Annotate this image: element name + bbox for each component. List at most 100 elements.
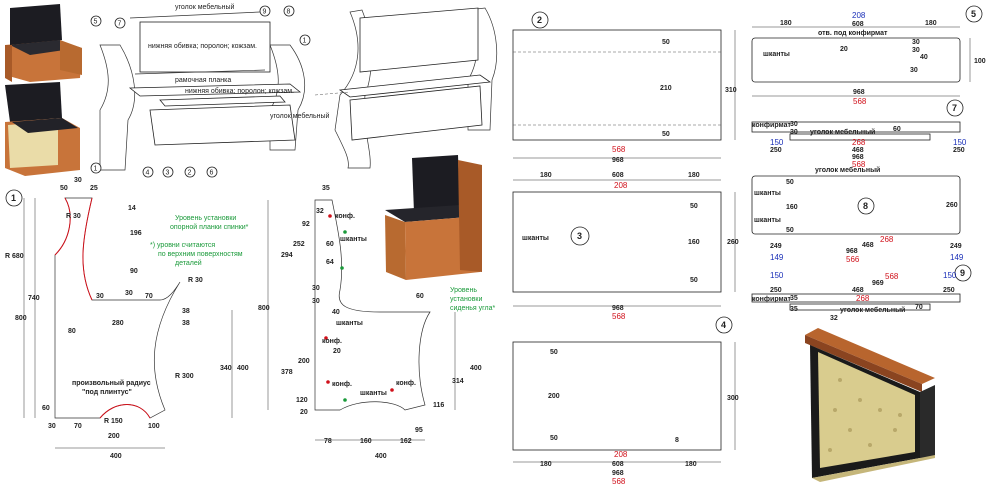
dim-50: 50: [60, 185, 68, 192]
dim2-200: 200: [298, 358, 310, 365]
callout-1-top: 1: [303, 38, 307, 45]
dim-340: 340: [220, 365, 232, 372]
dim2-20-b: 20: [300, 409, 308, 416]
p4-red-208: 208: [614, 450, 628, 459]
dim-30: 30: [74, 177, 82, 184]
note-seat-level-1: Уровень: [450, 287, 477, 294]
p7-dim-30-b: 30: [790, 129, 798, 136]
callout-2: 2: [188, 170, 192, 177]
panel-5-number: 5: [971, 9, 976, 19]
bench-photo-top: [5, 4, 82, 82]
p7-red-268: 268: [852, 138, 866, 147]
p7-dim-250-l: 250: [770, 147, 782, 154]
p2-dim-50-top: 50: [662, 39, 670, 46]
dim2-20-a: 20: [333, 348, 341, 355]
p5-dim-180-l: 180: [780, 20, 792, 27]
p9-label-konfirmat: конфирмат: [752, 296, 792, 303]
dim-38-b: 38: [182, 320, 190, 327]
p2-dim-210: 210: [660, 85, 672, 92]
p3-dim-180-r: 180: [688, 172, 700, 179]
p5-dim-20: 20: [840, 46, 848, 53]
panel-8-number: 8: [863, 201, 868, 211]
p9-dim-35-b: 35: [790, 306, 798, 313]
label-upper-padding: нижняя обивка; поролон; кожзам.: [148, 42, 257, 50]
p5-label-konfirmat: отв. под конфирмат: [818, 30, 888, 37]
dim2-30-a: 30: [312, 285, 320, 292]
dim-38-a: 38: [182, 308, 190, 315]
p9-label-corner: уголок мебельный: [840, 306, 905, 314]
note-back-level-1: Уровень установки: [175, 215, 236, 222]
dim2-92: 92: [302, 221, 310, 228]
dim2-35: 35: [322, 185, 330, 192]
p5-dim-30-a: 30: [912, 39, 920, 46]
note-back-level-2: опорной планки спинки*: [170, 223, 249, 231]
p4-dim-180-r: 180: [685, 461, 697, 468]
dim2-78: 78: [324, 438, 332, 445]
p4-dim-180-l: 180: [540, 461, 552, 468]
dim-80: 80: [68, 328, 76, 335]
p8-dim-50-bot: 50: [786, 227, 794, 234]
p7-label-konfirmat: конфирмат: [752, 122, 792, 129]
dim2-95: 95: [415, 427, 423, 434]
panel-4: 4 50 200 50 8 300 208 180 608 180 968 56…: [512, 316, 739, 486]
p5-dim-30-c: 30: [910, 67, 918, 74]
note-levels-1: *) уровни считаются: [150, 242, 215, 249]
p2-dim-50-bot: 50: [662, 131, 670, 138]
dim-30-a: 30: [125, 290, 133, 297]
p9-dim-969: 969: [872, 280, 884, 287]
p9-dim-250-r: 250: [943, 287, 955, 294]
p7-dim-468: 468: [852, 147, 864, 154]
p3-dim-50-bot: 50: [690, 277, 698, 284]
dim-400-bottom: 400: [110, 453, 122, 460]
p7-dim-968: 968: [852, 154, 864, 161]
p9-dim-250-l: 250: [770, 287, 782, 294]
dim2-30-b: 30: [312, 298, 320, 305]
dim-14: 14: [128, 205, 136, 212]
dim2-162: 162: [400, 438, 412, 445]
panel-4-number: 4: [721, 320, 726, 330]
exploded-view-left: уголок мебельный нижняя обивка; поролон;…: [99, 3, 330, 171]
dim2-116: 116: [433, 402, 444, 409]
dim2-378: 378: [281, 369, 293, 376]
panel-9: 9 150 568 150 969 250 468 250 конфирмат …: [751, 264, 972, 322]
p9-dim-32: 32: [830, 315, 838, 322]
p5-label-shkanty: шканты: [763, 51, 790, 58]
p5-dim-100: 100: [974, 58, 986, 65]
dim-r150: R 150: [104, 418, 123, 425]
callout-1-left: 1: [94, 166, 98, 173]
side-panel-1: 1 50 30 25 14 R 30 R 680 196 90 740 800 …: [5, 177, 249, 460]
p8-dim-160: 160: [786, 204, 798, 211]
p8-blue-149-l: 149: [770, 253, 784, 262]
side-panel-2: Уровень установки опорной планки спинки*…: [150, 185, 496, 460]
p4-dim-50-top: 50: [550, 349, 558, 356]
label-konf-2: конф.: [322, 338, 342, 345]
p4-dim-968: 968: [612, 470, 624, 477]
dim-196: 196: [130, 230, 142, 237]
panel-3-number: 3: [577, 231, 582, 241]
note-seat-level-2: установки: [450, 296, 482, 303]
dim2-60-b: 60: [416, 293, 424, 300]
p7-blue-150-l: 150: [770, 138, 784, 147]
seat-box-render: [805, 328, 935, 482]
dim-70-b: 70: [74, 423, 82, 430]
dim2-120: 120: [296, 397, 308, 404]
p2-dim-968: 968: [612, 157, 624, 164]
dim-60: 60: [42, 405, 50, 412]
label-konf-4: конф.: [332, 381, 352, 388]
bench-photo-bottom: [5, 82, 80, 176]
dim-70: 70: [145, 293, 153, 300]
dim2-294: 294: [281, 252, 293, 259]
panel-8: уголок мебельный 8 50 шканты 160 шканты …: [751, 166, 964, 264]
panel-2-number: 2: [537, 15, 542, 25]
p8-dim-260: 260: [946, 202, 958, 209]
p7-dim-30-a: 30: [790, 121, 798, 128]
p3-dim-50-top: 50: [690, 203, 698, 210]
label-lower-padding: нижняя обивка; поролон; кожзам.: [185, 87, 294, 95]
dim2-400: 400: [470, 365, 482, 372]
bench-photo-mid: [385, 155, 482, 280]
p9-dim-468: 468: [852, 287, 864, 294]
p5-dim-40: 40: [920, 54, 928, 61]
p5-dim-180-r: 180: [925, 20, 937, 27]
dim2-32: 32: [316, 208, 324, 215]
label-shkanty-3: шканты: [360, 390, 387, 397]
